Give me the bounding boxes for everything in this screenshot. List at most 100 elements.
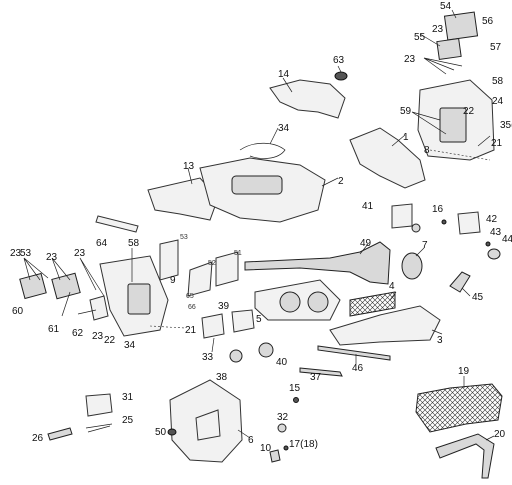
- callout: 35(36): [500, 120, 512, 131]
- callout: 22: [463, 106, 475, 117]
- callout: 53: [180, 234, 188, 241]
- callout: 19: [458, 366, 470, 377]
- callout: 26: [32, 433, 44, 444]
- callout: 3: [437, 335, 443, 346]
- callout: 63: [333, 55, 345, 66]
- callout: 53: [20, 248, 32, 259]
- part-61-bracket: [89, 295, 109, 321]
- callout: 32: [277, 412, 289, 423]
- part-59-switch-block: [19, 272, 47, 300]
- callout: 59: [400, 106, 412, 117]
- callout: 39: [218, 301, 230, 312]
- part-49-grommet: [167, 428, 177, 436]
- callout: 34: [124, 340, 136, 351]
- callout: 16: [432, 204, 444, 215]
- part-35-cable: [299, 367, 343, 377]
- part-24-wire: [85, 423, 113, 433]
- part-44-handle: [449, 271, 471, 293]
- callout: 4: [389, 281, 395, 292]
- part-7-round-vent: [401, 252, 423, 280]
- callout: 17(18): [289, 439, 318, 450]
- callout: 51: [234, 250, 242, 257]
- part-55-top-panel: [443, 11, 479, 41]
- callout: 58: [492, 76, 504, 87]
- callout: 50: [155, 427, 167, 438]
- part-46-dash-top: [244, 241, 391, 285]
- part-40-bracket: [391, 203, 413, 229]
- part-38-bracket: [231, 309, 255, 333]
- part-51-plate: [187, 261, 213, 297]
- callout: 33: [202, 352, 214, 363]
- part-54-switch: [436, 37, 462, 61]
- callout: 14: [278, 69, 290, 80]
- callout: 23: [92, 331, 104, 342]
- callout: 31: [122, 392, 134, 403]
- callout: 61: [48, 324, 60, 335]
- part-15-screw: [293, 397, 299, 403]
- callout: 7: [422, 240, 428, 251]
- callout: 43: [490, 227, 502, 238]
- callout: 6: [248, 435, 254, 446]
- callout: 44: [502, 234, 512, 245]
- part-4-vent: [349, 291, 396, 317]
- part-1-right-fender: [349, 127, 426, 189]
- callout: 2: [338, 176, 344, 187]
- callout: 46: [352, 363, 364, 374]
- part-25-clip: [47, 427, 73, 441]
- callout: 56: [482, 16, 494, 27]
- callout: 21: [185, 325, 197, 336]
- callout: 58: [128, 238, 140, 249]
- callout: 10: [260, 443, 272, 454]
- callout: 60: [12, 306, 24, 317]
- part-14-upper-cover: [269, 79, 346, 119]
- callout: 24: [492, 96, 504, 107]
- callout: 21: [491, 138, 503, 149]
- callout: 45: [472, 292, 484, 303]
- callout: 40: [276, 357, 288, 368]
- callout: 38: [216, 372, 228, 383]
- part-19-grille: [415, 383, 503, 433]
- callout: 9: [170, 275, 176, 286]
- part-17-nut: [283, 445, 289, 451]
- callout: 25: [122, 415, 134, 426]
- callout: 37: [310, 372, 322, 383]
- callout: 22: [104, 335, 116, 346]
- part-33-wire: [239, 142, 286, 159]
- part-31-bolt: [277, 423, 287, 433]
- callout: 13: [183, 161, 195, 172]
- part-20-frame: [435, 433, 495, 479]
- part-45-rod: [317, 345, 391, 361]
- callout: 54: [440, 1, 452, 12]
- callout: 20: [494, 429, 506, 440]
- callout: 64: [96, 238, 108, 249]
- part-37-knob: [229, 349, 243, 363]
- callout: 55: [414, 32, 426, 43]
- callout: 42: [486, 214, 498, 225]
- part-26-bracket: [85, 393, 113, 417]
- callout: 8: [424, 145, 430, 156]
- callout: 57: [490, 42, 502, 53]
- part-16-screw: [441, 219, 447, 225]
- part-3-lower-dash: [329, 305, 441, 346]
- callout-labels: 1 2 3 4 5 6 7 8 9 10 13 14 15 16 17(18) …: [10, 1, 512, 454]
- callout: 23: [46, 252, 58, 263]
- part-60-switch-block: [51, 272, 81, 300]
- callout: 49: [360, 238, 372, 249]
- callout: 66: [188, 304, 196, 311]
- callout: 5: [256, 314, 262, 325]
- callout: 62: [72, 328, 84, 339]
- callout: 23: [10, 248, 22, 259]
- part-52-plate: [159, 239, 179, 281]
- callout: 23: [432, 24, 444, 35]
- callout: 52: [208, 260, 216, 267]
- part-41-bracket: [457, 211, 481, 235]
- part-62-cap: [334, 71, 348, 81]
- callout: 23: [404, 54, 416, 65]
- part-50-plate: [215, 251, 239, 287]
- part-10-clip: [269, 449, 281, 463]
- part-43-knob: [487, 248, 501, 260]
- part-13-left-panel: [147, 177, 219, 221]
- callout: 65: [186, 293, 194, 300]
- part-32-bracket: [201, 313, 225, 339]
